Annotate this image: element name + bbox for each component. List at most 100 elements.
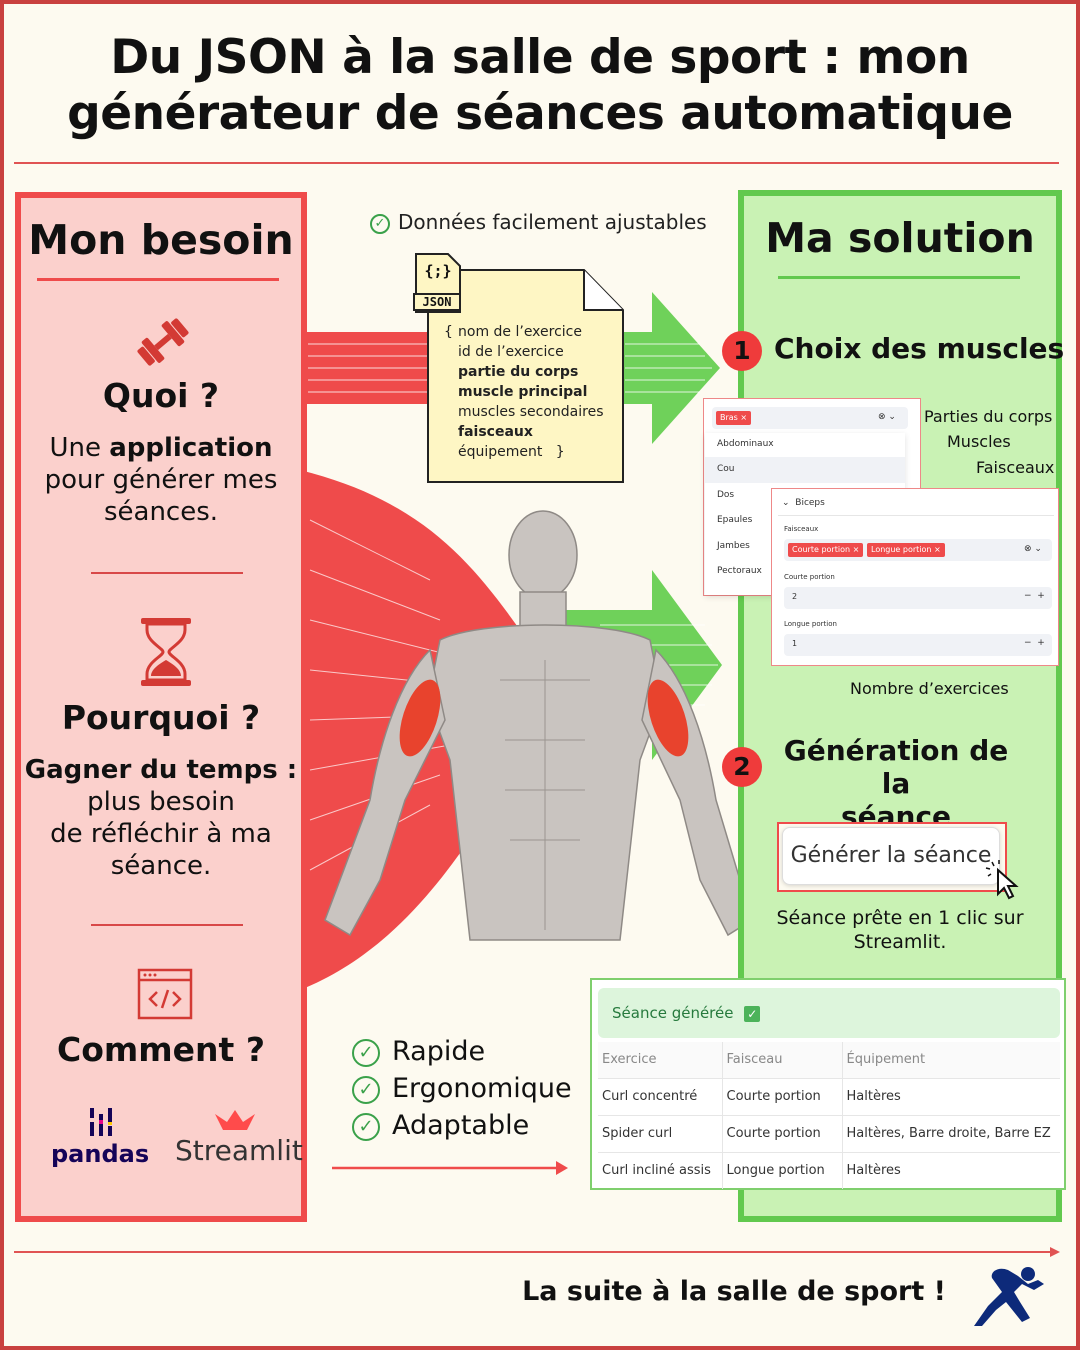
heading-underline <box>37 278 279 281</box>
table-cell: Longue portion <box>722 1152 843 1189</box>
courte-number-input[interactable]: 2 − + <box>784 587 1052 609</box>
faisceaux-label: Faisceaux <box>784 525 819 533</box>
table-row: Curl incliné assis Longue portion Haltèr… <box>598 1152 1060 1189</box>
benefit-item: ✓Adaptable <box>352 1110 529 1141</box>
json-fields: nom de l’exercice id de l’exercice parti… <box>458 322 604 462</box>
step-1-title: Choix des muscles <box>774 332 1065 365</box>
hourglass-icon <box>141 618 191 686</box>
option-item[interactable]: Jambes <box>717 541 750 551</box>
stepper-buttons[interactable]: − + <box>1024 591 1045 601</box>
pourquoi-title: Pourquoi ? <box>61 698 261 737</box>
table-cell: Haltères <box>846 1163 901 1179</box>
check-icon: ✓ <box>370 213 390 234</box>
pandas-mark-icon <box>90 1108 112 1136</box>
clear-icon[interactable]: ⊗ ⌄ <box>1024 544 1042 554</box>
selected-tag[interactable]: Longue portion × <box>867 543 945 557</box>
table-cell: Haltères <box>842 1078 1060 1116</box>
column-header[interactable]: Faisceau <box>722 1042 843 1079</box>
selected-tag[interactable]: Bras × <box>716 411 752 425</box>
json-icon-label: JSON <box>422 295 452 309</box>
benefit-item: ✓Rapide <box>352 1036 485 1067</box>
stepper-buttons[interactable]: − + <box>1024 638 1045 648</box>
annotation-parties: Parties du corps <box>924 407 1053 426</box>
table-row: Curl concentré Courte portion Haltères <box>598 1078 1060 1116</box>
comment-title: Comment ? <box>57 1030 265 1069</box>
title-line-1: Du JSON à la salle de sport : mon <box>110 30 970 85</box>
pourquoi-text: Gagner du temps : plus besoin de réfléch… <box>24 755 298 881</box>
step-2-badge: 2 <box>722 747 762 787</box>
clear-icon[interactable]: ⊗ ⌄ <box>878 412 896 422</box>
table-header-row: Exercice Faisceau Équipement <box>598 1042 1060 1079</box>
json-document <box>427 269 624 483</box>
table-cell: Courte portion <box>722 1115 843 1153</box>
right-biceps-highlight <box>647 679 689 757</box>
option-item[interactable]: Cou <box>717 464 735 474</box>
table-row: Spider curl Courte portion Haltères, Bar… <box>598 1115 1060 1153</box>
heading-underline <box>778 276 1020 279</box>
json-field: partie du corps <box>458 364 579 380</box>
circuit-lines <box>308 343 712 393</box>
json-check-line: ✓Données facilement ajustables <box>370 210 707 234</box>
generate-caption: Séance prête en 1 clic sur Streamlit. <box>776 907 1024 953</box>
table-cell: Curl incliné assis <box>598 1152 723 1189</box>
json-field: nom de l’exercice <box>458 324 582 340</box>
json-field: faisceaux <box>458 424 533 440</box>
step-1-badge: 1 <box>722 331 762 371</box>
column-header[interactable]: Équipement <box>842 1042 1060 1079</box>
json-field: muscles secondaires <box>458 404 604 420</box>
generate-button[interactable]: Générer la séance <box>782 827 1000 885</box>
check-icon: ✓ <box>352 1075 380 1104</box>
section-divider <box>91 572 243 574</box>
annotation-muscles: Muscles <box>947 432 1011 451</box>
result-panel: Séance générée ✓ Exercice Faisceau Équip… <box>590 978 1066 1190</box>
option-item[interactable]: Abdominaux <box>717 439 774 449</box>
biceps-expander[interactable]: ⌄ Biceps <box>782 498 825 508</box>
benefit-item: ✓Ergonomique <box>352 1073 572 1104</box>
result-table: Exercice Faisceau Équipement Curl concen… <box>598 1042 1060 1189</box>
check-icon: ✓ <box>352 1112 380 1141</box>
streamlit-crown-icon <box>215 1110 255 1130</box>
runner-icon <box>974 1267 1044 1326</box>
right-heading: Ma solution <box>765 214 1035 262</box>
left-biceps-highlight <box>399 679 441 757</box>
option-item[interactable]: Dos <box>717 490 735 500</box>
page-title: Du JSON à la salle de sport : mon généra… <box>40 30 1040 142</box>
faisceaux-multiselect[interactable]: Courte portion × Longue portion × ⊗ ⌄ <box>784 539 1052 561</box>
courte-label: Courte portion <box>784 573 835 581</box>
column-header[interactable]: Exercice <box>598 1042 723 1079</box>
longue-label: Longue portion <box>784 620 837 628</box>
table-cell: Spider curl <box>598 1115 723 1153</box>
longue-number-input[interactable]: 1 − + <box>784 634 1052 656</box>
json-field: muscle principal <box>458 384 588 400</box>
quoi-text: Une application pour générer mes séances… <box>44 433 278 527</box>
json-icon-glyph: {;} <box>424 262 452 280</box>
table-cell: Haltères, Barre droite, Barre EZ <box>842 1115 1060 1153</box>
left-heading: Mon besoin <box>28 216 294 264</box>
cursor-icon <box>985 860 1019 900</box>
pandas-wordmark: pandas <box>51 1140 150 1168</box>
dumbbell-icon <box>137 318 189 366</box>
streamlit-wordmark: Streamlit <box>175 1134 303 1167</box>
left-panel: Mon besoin Quoi ? Une application pour g… <box>15 192 307 1222</box>
json-field: équipement } <box>458 444 565 460</box>
title-divider <box>14 162 1059 164</box>
title-line-2: générateur de séances automatique <box>67 86 1013 141</box>
footer-text: La suite à la salle de sport ! <box>522 1276 946 1307</box>
code-window-icon <box>137 968 193 1020</box>
quoi-title: Quoi ? <box>102 376 220 415</box>
table-cell: Curl concentré <box>598 1078 723 1116</box>
check-icon: ✓ <box>352 1038 380 1067</box>
muscle-panel-mock: ⌄ Biceps Faisceaux Courte portion × Long… <box>771 488 1059 666</box>
annotation-nombre: Nombre d’exercices <box>850 679 1009 698</box>
option-item[interactable]: Epaules <box>717 515 753 525</box>
option-item[interactable]: Pectoraux <box>717 566 762 576</box>
selected-tag[interactable]: Courte portion × <box>788 543 864 557</box>
annotation-faisceaux: Faisceaux <box>976 458 1055 477</box>
table-cell: Courte portion <box>722 1078 843 1116</box>
json-field: id de l’exercice <box>458 344 564 360</box>
body-part-multiselect[interactable]: Bras × ⊗ ⌄ <box>712 407 908 429</box>
result-header: Séance générée ✓ <box>598 988 1060 1038</box>
step-2-title: Génération de la séance <box>783 734 1009 833</box>
section-divider <box>91 924 243 926</box>
